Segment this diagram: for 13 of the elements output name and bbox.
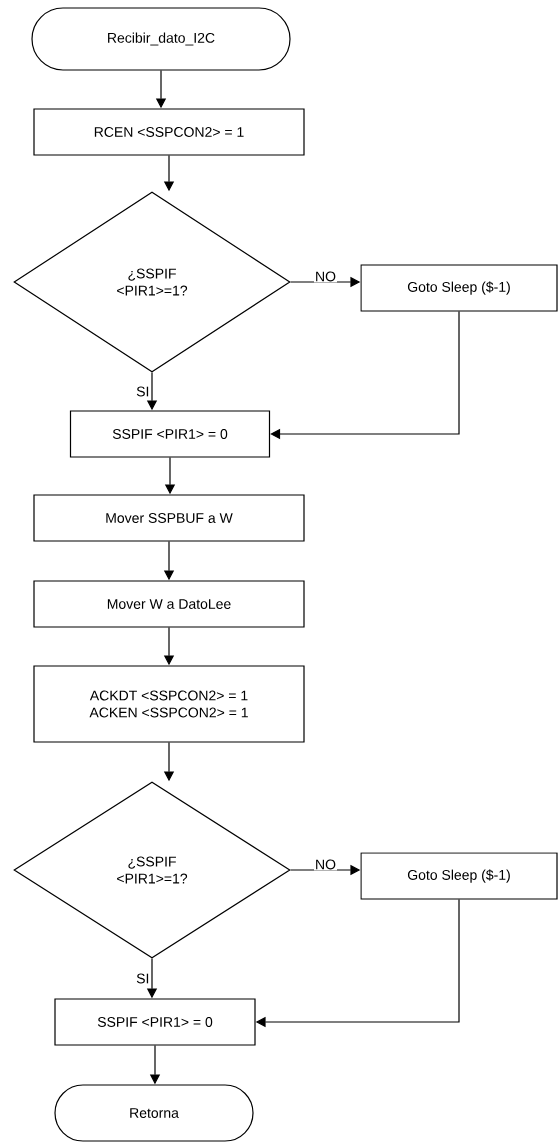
edge-label: NO [314, 270, 337, 283]
process-box: Mover SSPBUF a W [33, 494, 305, 542]
process-box: RCEN <SSPCON2> = 1 [33, 108, 305, 156]
process-box: Mover W a DatoLee [33, 580, 305, 628]
edge-label: NO [314, 858, 337, 871]
process-box: SSPIF <PIR1> = 0 [54, 998, 256, 1046]
process-box: ACKDT <SSPCON2> = 1 ACKEN <SSPCON2> = 1 [33, 665, 305, 743]
edge-label: SI [135, 385, 151, 398]
process-box: Goto Sleep ($-1) [360, 852, 558, 900]
process-box: SSPIF <PIR1> = 0 [69, 410, 271, 458]
process-box: Goto Sleep ($-1) [360, 264, 558, 312]
edge-label: SI [135, 972, 151, 985]
arrow [270, 311, 460, 440]
